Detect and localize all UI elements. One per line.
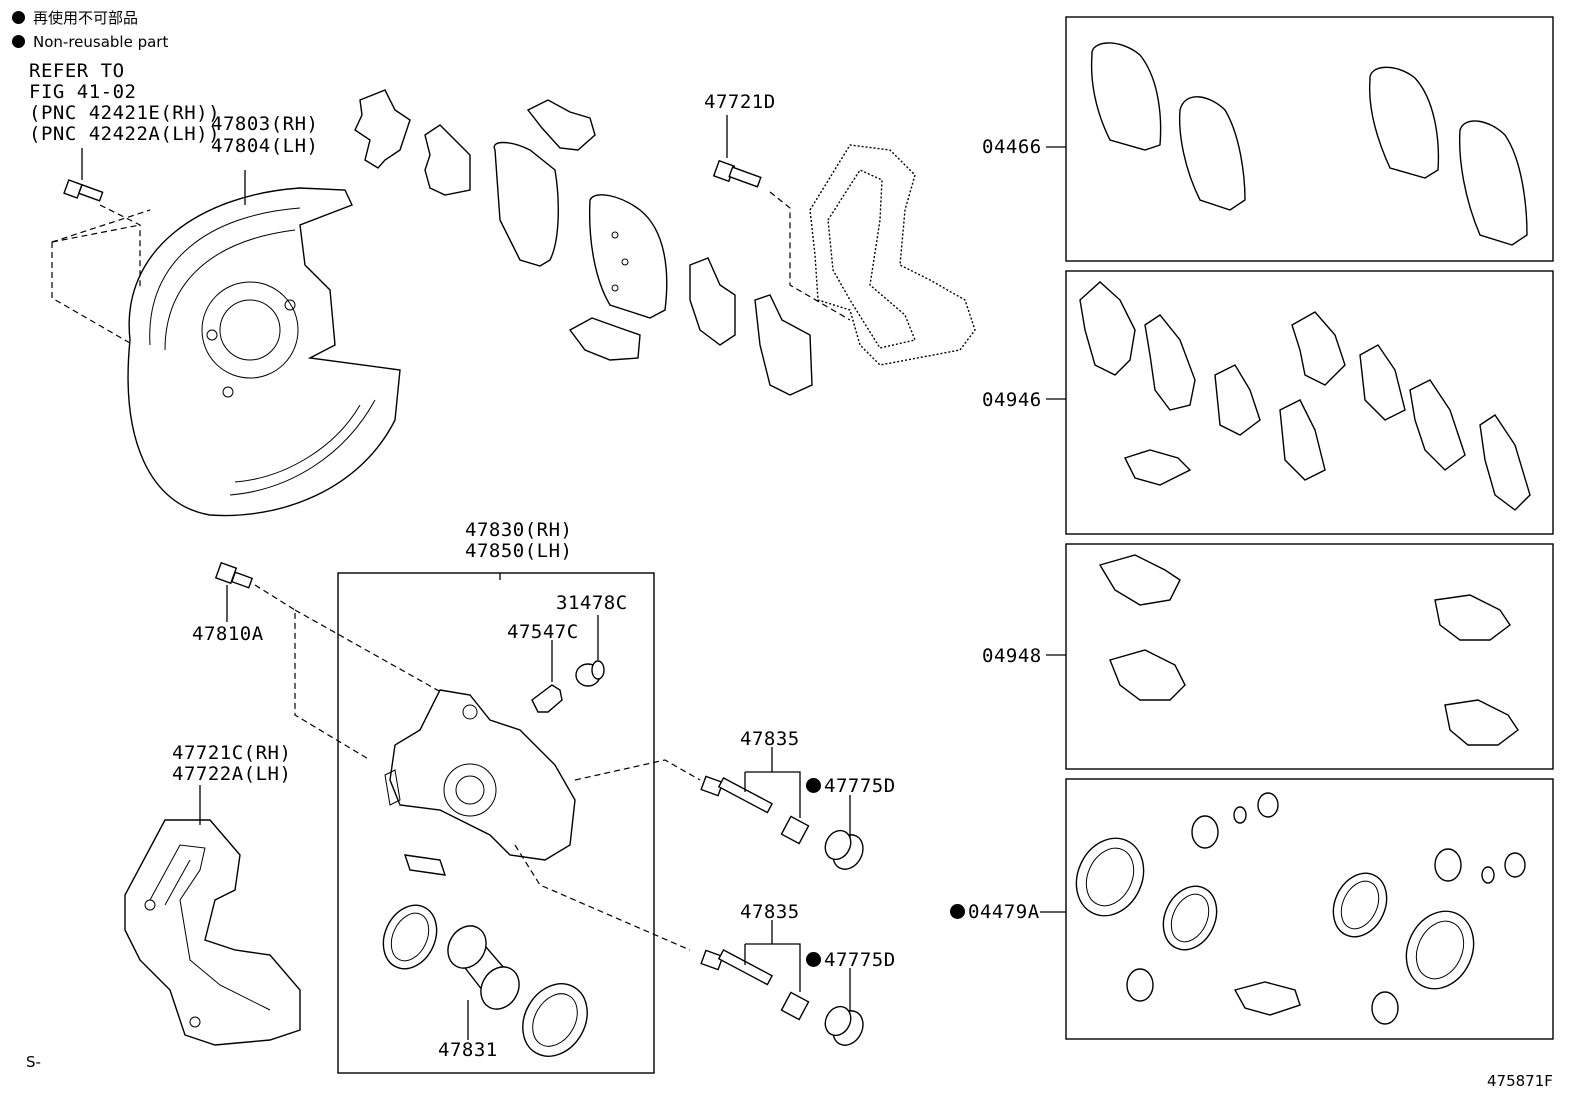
part-label-47835-lower[interactable]: 47835: [740, 901, 800, 923]
refer-line-3: (PNC 42421E(RH)): [29, 102, 221, 124]
backing-plate-bolt: [63, 148, 104, 202]
part-label-47722a[interactable]: 47722A(LH): [172, 763, 292, 785]
part-label-47804[interactable]: 47804(LH): [211, 135, 319, 157]
legend-jp-text: 再使用不可部品: [33, 9, 139, 27]
bleeder-cap: [575, 615, 605, 687]
bushing-lower: [824, 968, 864, 1046]
part-label-47835-upper[interactable]: 47835: [740, 728, 800, 750]
kit-04948-clips: [1098, 554, 1519, 746]
part-label-47721d[interactable]: 47721D: [704, 91, 776, 113]
part-label-47810a[interactable]: 47810A: [192, 623, 264, 645]
caliper-body: [384, 689, 576, 876]
part-label-31478c[interactable]: 31478C: [556, 592, 628, 614]
part-label-47721c[interactable]: 47721C(RH): [172, 742, 292, 764]
kit-box-04466: [1065, 16, 1554, 262]
part-label-47830[interactable]: 47830(RH): [465, 519, 573, 541]
kit-box-04948: [1065, 543, 1554, 770]
footer-left-mark: S-: [26, 1053, 41, 1071]
refer-line-4: (PNC 42422A(LH)): [29, 123, 221, 145]
part-label-47831[interactable]: 47831: [438, 1039, 498, 1061]
top-pad-shims: [354, 89, 813, 396]
kit-04466-pads: [1090, 42, 1528, 246]
part-label-47803[interactable]: 47803(RH): [211, 113, 319, 135]
legend-jp: 再使用不可部品: [12, 7, 138, 28]
piston-seal: [382, 904, 438, 970]
figure-code: 475871F: [1487, 1072, 1553, 1090]
refer-line-2: FIG 41-02: [29, 81, 137, 103]
kit-04946-shims: [1079, 281, 1531, 511]
bushing-upper: [824, 795, 864, 870]
part-label-47775d-lower[interactable]: 47775D: [806, 950, 896, 971]
slide-pin-upper: [700, 747, 810, 845]
caliper-assembly-box: [337, 572, 655, 1074]
non-reusable-dot-icon: [12, 35, 25, 48]
caliper-mounting-bracket: [124, 785, 301, 1046]
legend-en-text: Non-reusable part: [33, 33, 169, 51]
refer-line-1: REFER TO: [29, 60, 125, 82]
part-label-04479a[interactable]: 04479A: [950, 902, 1040, 923]
kit-04479a-seals: [1075, 792, 1526, 1025]
kit-box-04946: [1065, 270, 1554, 535]
part-label-04466[interactable]: 04466: [982, 136, 1042, 158]
part-label-04948[interactable]: 04948: [982, 645, 1042, 667]
piston-boot: [522, 983, 588, 1057]
kit-box-04479A: [1065, 778, 1554, 1040]
part-label-47547c[interactable]: 47547C: [507, 621, 579, 643]
legend-en: Non-reusable part: [12, 33, 168, 51]
part-label-47850[interactable]: 47850(LH): [465, 540, 573, 562]
part-label-47775d-upper[interactable]: 47775D: [806, 776, 896, 797]
caliper-bracket-dashed: [809, 144, 976, 366]
dust-cover-plate: [127, 170, 401, 517]
bolt-47721d: [712, 115, 762, 188]
part-label-04946[interactable]: 04946: [982, 389, 1042, 411]
non-reusable-dot-icon: [12, 11, 25, 24]
piston: [447, 925, 520, 1040]
bolt-47810a: [214, 561, 254, 622]
slide-pin-lower: [700, 920, 810, 1021]
bleeder-plug: [531, 640, 563, 713]
